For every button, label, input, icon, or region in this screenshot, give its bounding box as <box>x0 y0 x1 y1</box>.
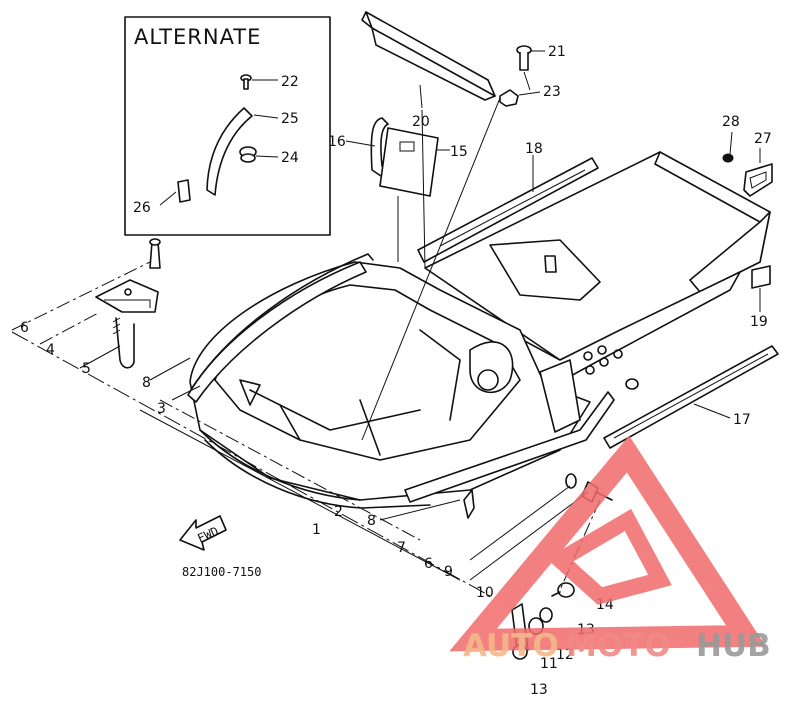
callout-24: 24 <box>281 150 299 166</box>
callout-labels: 1 2 3 4 5 6 6 7 8 8 9 10 11 12 13 13 14 … <box>20 44 772 698</box>
callout-26: 26 <box>133 200 151 216</box>
callout-17: 17 <box>733 412 751 428</box>
part-15-pad <box>379 127 450 197</box>
callout-7: 7 <box>397 540 406 556</box>
part-19-tab <box>751 265 771 312</box>
callout-19: 19 <box>750 314 768 330</box>
alternate-inset: ALTERNATE <box>124 16 331 236</box>
callout-6-bottom: 6 <box>424 556 433 572</box>
callout-2: 2 <box>334 504 343 520</box>
callout-23: 23 <box>543 84 561 100</box>
chassis-frame <box>187 151 771 509</box>
callout-15: 15 <box>450 144 468 160</box>
part-25-curved-strip <box>206 107 253 196</box>
callout-16: 16 <box>328 134 346 150</box>
part-9-washer <box>565 473 577 489</box>
part-5-u-bolt <box>112 317 135 369</box>
alternate-title: ALTERNATE <box>134 25 261 49</box>
part-17-trim-strip <box>603 345 779 449</box>
callout-8-bottom: 8 <box>367 513 376 529</box>
callout-13-bottom: 13 <box>530 682 548 698</box>
part-28-rivet <box>722 131 734 163</box>
part-27-reflector <box>743 148 773 197</box>
drawing-code: 82J100-7150 <box>182 565 261 579</box>
assembly-lines <box>11 71 601 597</box>
callout-3: 3 <box>157 401 166 417</box>
part-14-bolt <box>551 582 575 598</box>
part-12-washer <box>539 607 553 623</box>
watermark-auto: AUTO <box>463 628 559 664</box>
part-4-bracket <box>95 279 159 313</box>
callout-18: 18 <box>525 141 543 157</box>
fwd-arrow-icon: FWD <box>179 515 227 551</box>
part-21-bolt <box>516 45 545 71</box>
part-26-tag <box>177 179 191 203</box>
callout-10: 10 <box>476 585 494 601</box>
watermark-logo <box>449 435 767 652</box>
callout-4: 4 <box>46 342 55 358</box>
callout-8-left: 8 <box>142 375 151 391</box>
watermark-text: AUTO MOTO HUB <box>463 628 771 664</box>
part-6-bolt <box>149 238 161 269</box>
callout-1: 1 <box>312 522 321 538</box>
callout-22: 22 <box>281 74 299 90</box>
callout-12: 12 <box>556 647 574 663</box>
part-18-side-rail <box>417 155 599 263</box>
callout-11: 11 <box>540 656 558 672</box>
callout-27: 27 <box>754 131 772 147</box>
callout-5: 5 <box>82 361 91 377</box>
callout-21: 21 <box>548 44 566 60</box>
callout-25: 25 <box>281 111 299 127</box>
callout-28: 28 <box>722 114 740 130</box>
part-24-grommet <box>239 146 257 163</box>
callout-20: 20 <box>412 114 430 130</box>
watermark-moto: MOTO <box>566 628 671 664</box>
rear-grommet <box>625 378 639 390</box>
part-7-clip <box>463 489 475 519</box>
part-22-bolt <box>240 74 252 90</box>
callout-6-left: 6 <box>20 320 29 336</box>
part-20-rear-cover <box>361 11 496 109</box>
callout-9: 9 <box>444 564 453 580</box>
part-23-nut <box>499 89 541 107</box>
watermark-hub: HUB <box>696 628 771 664</box>
